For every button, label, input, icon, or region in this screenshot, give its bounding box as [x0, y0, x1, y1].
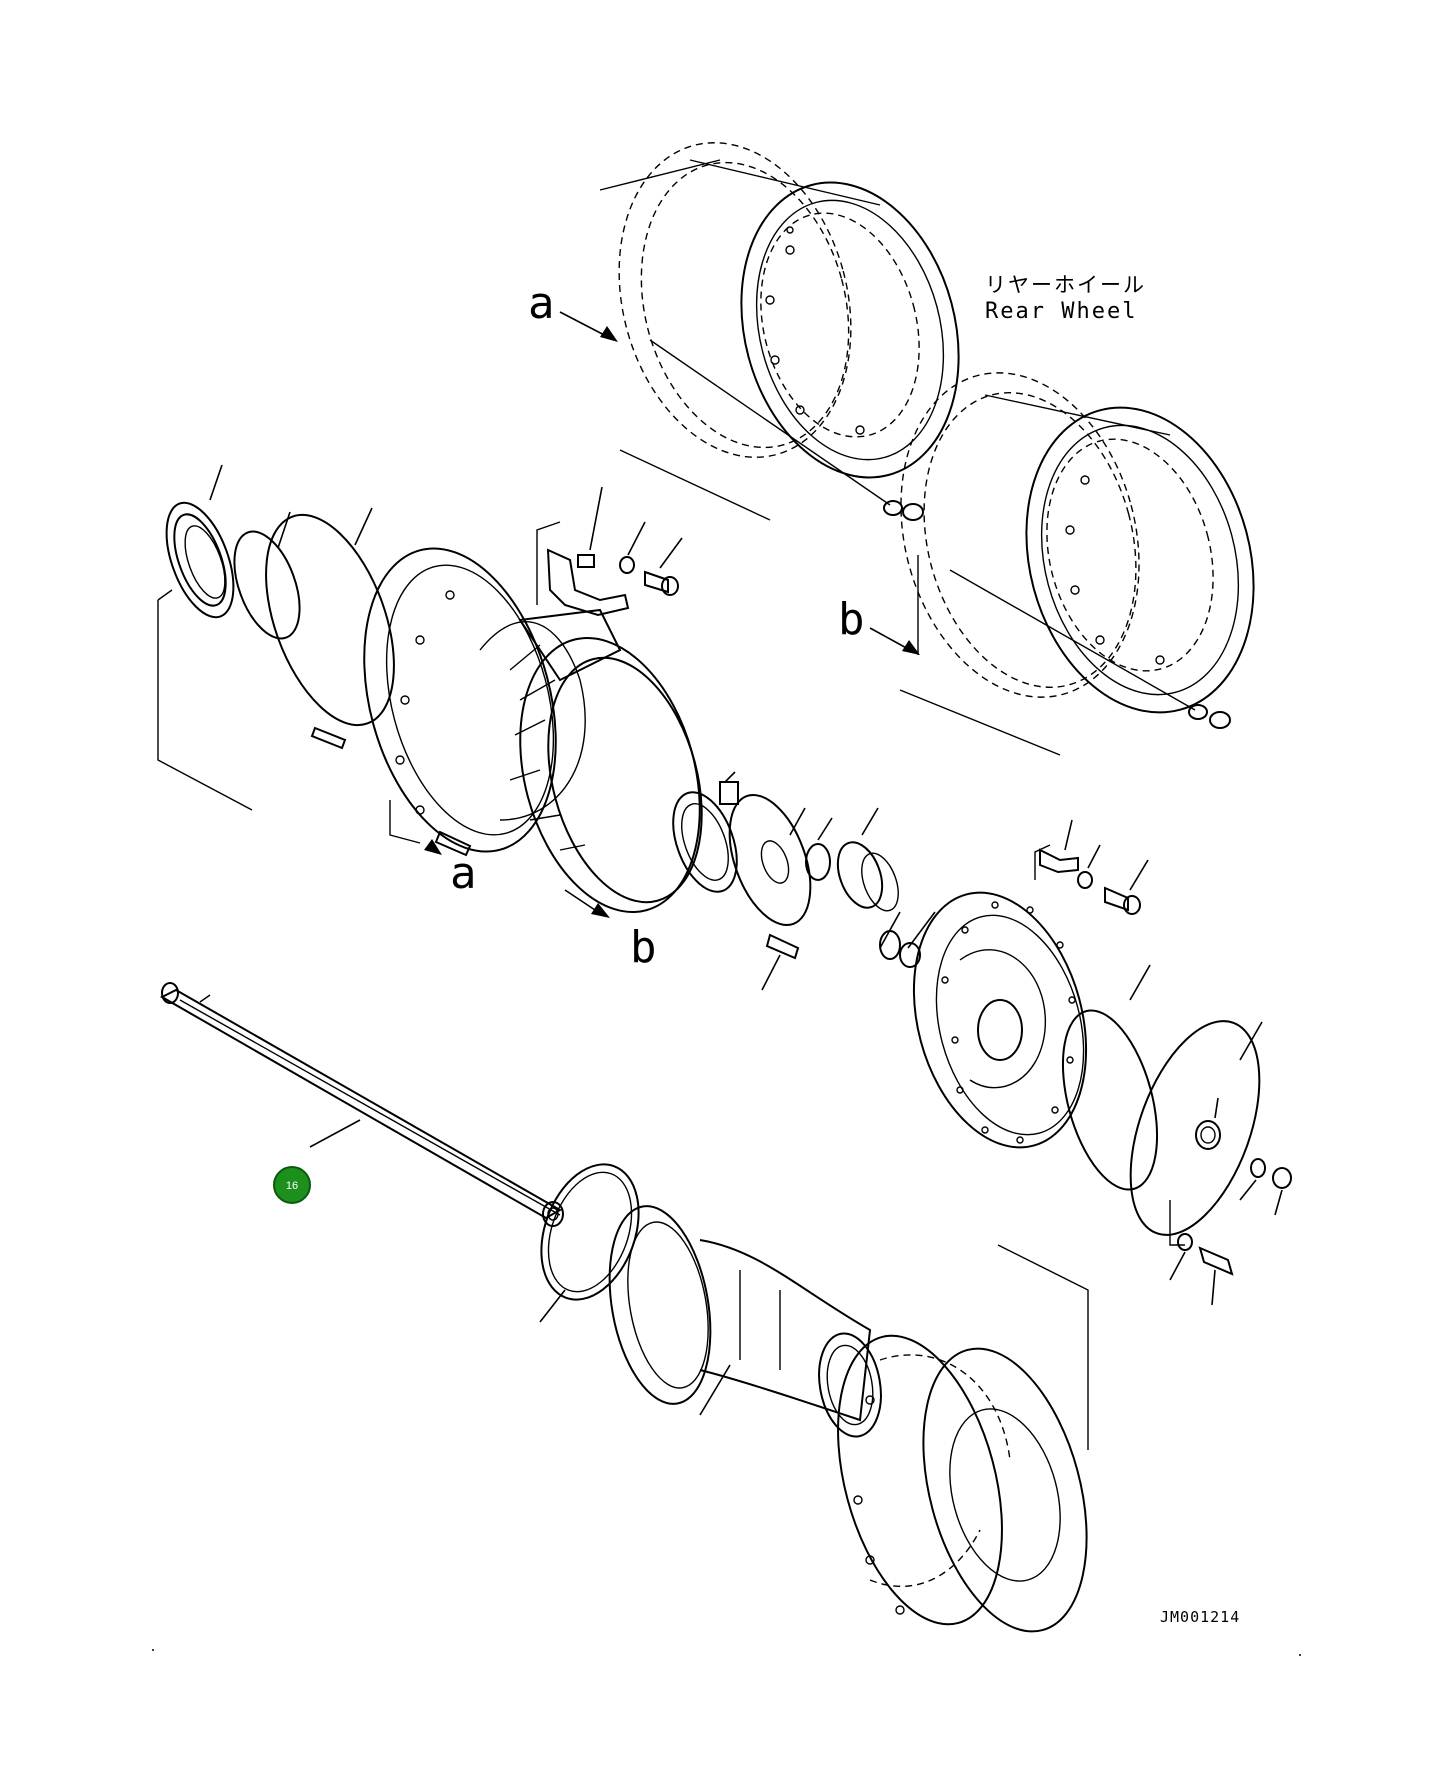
title-japanese: リヤーホイール: [985, 273, 1146, 297]
flanged-disc: [912, 819, 1159, 1191]
lower-wheel-rim: [899, 372, 1255, 756]
cover-plate: [1129, 1020, 1292, 1306]
planetary-parts: [672, 771, 936, 991]
corner-mark-left: [152, 1649, 154, 1651]
title-english: Rear Wheel: [985, 299, 1137, 324]
brake-drum: [837, 1334, 1088, 1633]
axle-shaft: [159, 982, 564, 1227]
sensor-bracket: [536, 486, 683, 617]
upper-wheel-rim: [599, 142, 960, 521]
ref-letter-a-bottom: a: [450, 848, 477, 899]
hub-housing: [310, 547, 703, 914]
corner-mark-right: [1299, 1654, 1301, 1656]
drawing-code: JM001214: [1160, 1608, 1240, 1626]
ref-letter-a-top: a: [528, 278, 555, 329]
ref-letter-b-bottom: b: [630, 922, 657, 973]
callout-16[interactable]: 16: [273, 1166, 311, 1204]
reference-arrows: [157, 311, 1089, 1450]
ref-letter-b-top: b: [838, 594, 865, 645]
callout-16-marker[interactable]: [273, 1166, 311, 1204]
seal-and-orings: [165, 464, 395, 727]
spindle: [608, 1205, 882, 1438]
callout-16-number: 16: [286, 1180, 298, 1192]
